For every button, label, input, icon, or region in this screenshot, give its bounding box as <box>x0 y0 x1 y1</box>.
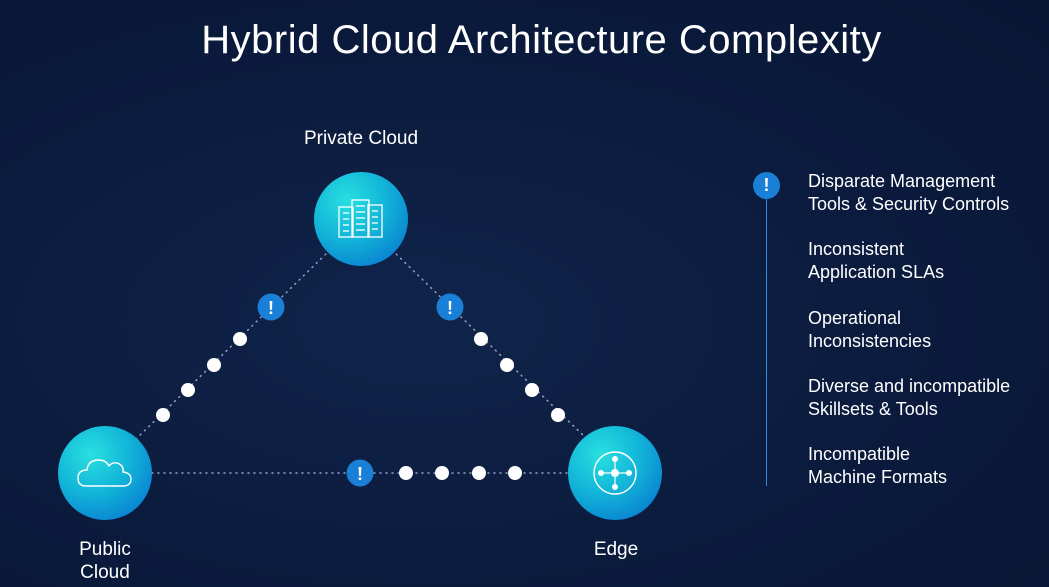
issues-alert-icon: ! <box>753 172 780 199</box>
issue-item: Diverse and incompatible Skillsets & Too… <box>808 375 1048 421</box>
node-label-private-cloud: Private Cloud <box>303 128 419 149</box>
packet-dot <box>207 358 221 372</box>
slide-title: Hybrid Cloud Architecture Complexity <box>201 18 882 62</box>
issue-line1: Disparate Management <box>808 171 996 191</box>
node-public-cloud <box>58 426 152 520</box>
alert-icon: ! <box>447 298 453 318</box>
packet-dot <box>435 466 449 480</box>
issue-line1: Diverse and incompatible <box>808 376 1011 396</box>
issue-line2: Application SLAs <box>808 262 945 282</box>
alert-badge-bottom: ! <box>346 459 374 487</box>
issue-line2: Machine Formats <box>808 467 948 487</box>
packet-dots-bottom <box>399 466 522 480</box>
alert-badge-right: ! <box>436 293 464 321</box>
issue-line1: Inconsistent <box>808 239 905 259</box>
packet-dot <box>472 466 486 480</box>
issue-item: Incompatible Machine Formats <box>808 443 1048 489</box>
building-icon <box>338 199 383 238</box>
network-hub-icon <box>593 451 637 495</box>
issue-line2: Tools & Security Controls <box>808 194 1010 214</box>
cloud-icon <box>77 459 132 487</box>
issues-timeline-line <box>766 190 767 486</box>
node-edge <box>568 426 662 520</box>
node-label-public-line2: Cloud <box>80 562 130 583</box>
issue-line2: Skillsets & Tools <box>808 399 938 419</box>
issue-item: Inconsistent Application SLAs <box>808 238 1048 284</box>
packet-dot <box>399 466 413 480</box>
issue-item: Operational Inconsistencies <box>808 307 1048 353</box>
alert-icon: ! <box>268 298 274 318</box>
node-label-edge: Edge <box>593 539 639 560</box>
packet-dot <box>508 466 522 480</box>
packet-dots-right <box>474 332 565 422</box>
packet-dot <box>474 332 488 346</box>
issue-line1: Incompatible <box>808 444 911 464</box>
issue-line1: Operational <box>808 308 902 328</box>
node-label-public-cloud: Public Cloud <box>55 538 155 584</box>
node-label-public-line1: Public <box>79 539 131 560</box>
packet-dots-left <box>156 332 247 422</box>
alert-icon: ! <box>357 464 363 484</box>
issue-line2: Inconsistencies <box>808 331 932 351</box>
packet-dot <box>156 408 170 422</box>
connector-private-edge <box>391 249 589 441</box>
issue-item: Disparate Management Tools & Security Co… <box>808 170 1048 216</box>
packet-dot <box>233 332 247 346</box>
packet-dot <box>181 383 195 397</box>
packet-dot <box>500 358 514 372</box>
packet-dot <box>525 383 539 397</box>
node-private-cloud <box>314 172 408 266</box>
packet-dot <box>551 408 565 422</box>
alert-badge-left: ! <box>257 293 285 321</box>
